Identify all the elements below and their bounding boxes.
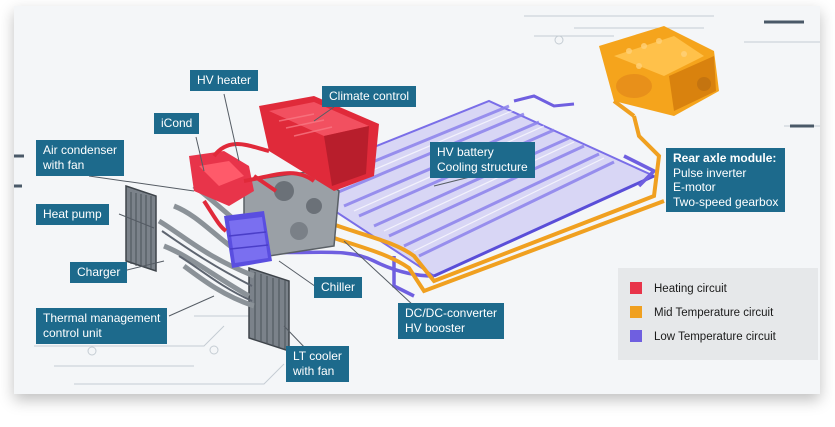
air-condenser-radiator <box>125 184 157 273</box>
low-temperature-swatch <box>630 330 642 342</box>
label-icond: iCond <box>154 113 200 134</box>
label-dcdc-converter: DC/DC-converter HV booster <box>398 303 505 339</box>
diagram-card: HV heater Climate control iCond Air cond… <box>14 6 820 394</box>
legend-item-heating: Heating circuit <box>630 281 727 297</box>
label-charger: Charger <box>70 262 128 283</box>
heating-pipes <box>202 142 316 233</box>
legend-item-low-temperature: Low Temperature circuit <box>630 329 776 345</box>
rear-axle-module-unit <box>599 26 719 116</box>
label-rear-axle-module: Rear axle module: Pulse inverter E-motor… <box>666 148 786 212</box>
label-air-condenser: Air condenser with fan <box>36 140 125 176</box>
thermal-system-illustration <box>14 15 820 385</box>
label-climate-control: Climate control <box>322 86 417 107</box>
label-hv-battery: HV battery Cooling structure <box>430 142 535 178</box>
chiller-block <box>224 211 272 268</box>
label-thermal-management: Thermal management control unit <box>36 308 168 344</box>
hv-battery-platform <box>286 94 657 278</box>
legend: Heating circuit Mid Temperature circuit … <box>618 268 818 360</box>
legend-item-mid-temperature: Mid Temperature circuit <box>630 305 773 321</box>
label-hv-heater: HV heater <box>190 70 259 91</box>
heating-circuit-components <box>189 96 379 206</box>
label-heat-pump: Heat pump <box>36 204 109 225</box>
label-lt-cooler: LT cooler with fan <box>286 346 349 382</box>
background-accent-lines <box>14 20 814 188</box>
heating-swatch <box>630 282 642 294</box>
label-chiller: Chiller <box>314 277 363 298</box>
mid-temperature-swatch <box>630 306 642 318</box>
lt-cooler-radiator <box>248 266 290 353</box>
